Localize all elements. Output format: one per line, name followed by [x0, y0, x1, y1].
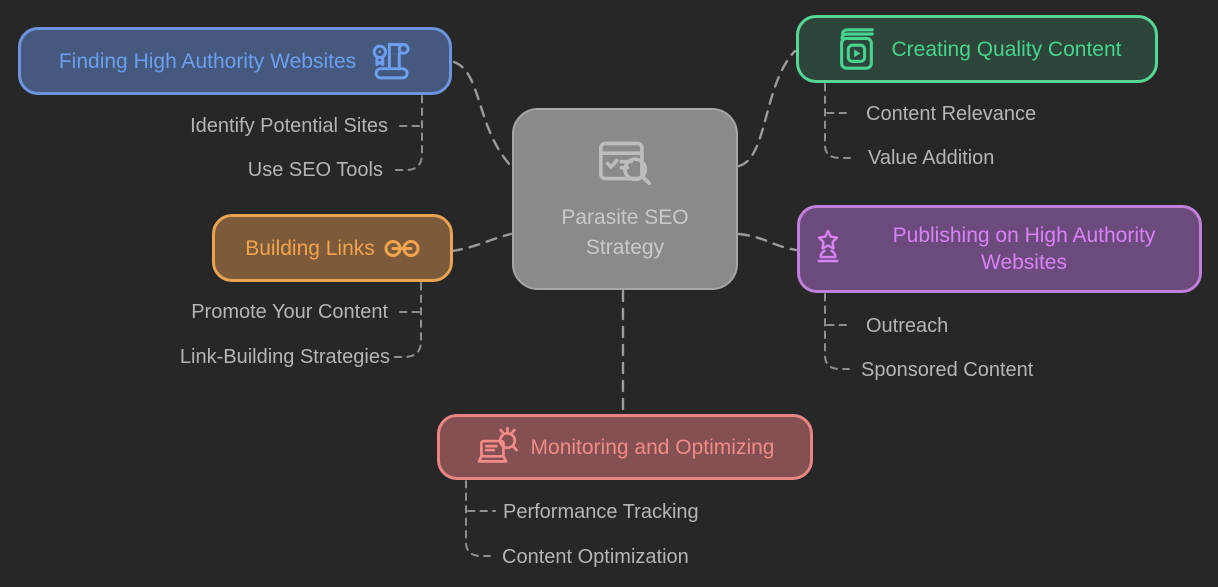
chain-link-icon: [384, 236, 420, 261]
browser-search-icon: [591, 135, 659, 193]
connector-monitoring-leaves: [465, 480, 491, 557]
branch-label: Monitoring and Optimizing: [530, 435, 775, 459]
branch-node-monitoring-and-optimizing: Monitoring and Optimizing: [437, 414, 813, 480]
leaf-content-optimization: Content Optimization: [502, 546, 689, 568]
leaf-sponsored-content: Sponsored Content: [861, 359, 1034, 381]
leaf-outreach: Outreach: [866, 315, 949, 337]
connector-finding-root: [452, 60, 513, 168]
connector-building-leaves: [390, 282, 422, 358]
book-play-icon: [833, 24, 879, 74]
connector-creating-leaves: [824, 83, 851, 159]
leaf-link-building-strategies: Link-Building Strategies: [179, 346, 390, 368]
branch-label: Finding High Authority Websites: [58, 49, 357, 73]
connector-finding-leaves: [393, 95, 423, 171]
branch-node-creating-quality-content: Creating Quality Content: [796, 15, 1158, 83]
trophy-star-icon: [810, 228, 846, 270]
leaf-promote-your-content: Promote Your Content: [191, 301, 388, 323]
laptop-search-icon: [476, 424, 520, 470]
leaf-value-addition: Value Addition: [868, 147, 995, 169]
connector-root-creating: [737, 49, 797, 168]
certificate-icon: [367, 39, 411, 83]
leaf-content-relevance: Content Relevance: [866, 103, 1037, 125]
leaf-identify-potential-sites: Identify Potential Sites: [190, 115, 388, 137]
root-label-line2: Strategy: [585, 236, 665, 259]
connector-building-root: [450, 232, 513, 253]
connector-publishing-leaves: [824, 293, 850, 370]
leaf-performance-tracking: Performance Tracking: [503, 501, 699, 523]
root-node-parasite-seo-strategy: Parasite SEO Strategy: [512, 108, 738, 290]
branch-label: Building Links: [245, 236, 375, 260]
branch-node-building-links: Building Links: [212, 214, 453, 282]
branch-node-finding-high-authority-websites: Finding High Authority Websites: [18, 27, 452, 95]
root-label-line1: Parasite SEO: [561, 206, 689, 229]
branch-label: Creating Quality Content: [891, 37, 1122, 61]
connector-root-publishing: [737, 232, 798, 252]
branch-node-publishing-on-high-authority-websites: Publishing on High Authority Websites: [797, 205, 1202, 293]
leaf-use-seo-tools: Use SEO Tools: [247, 159, 383, 181]
branch-label: Publishing on High Authority Websites: [892, 224, 1156, 274]
